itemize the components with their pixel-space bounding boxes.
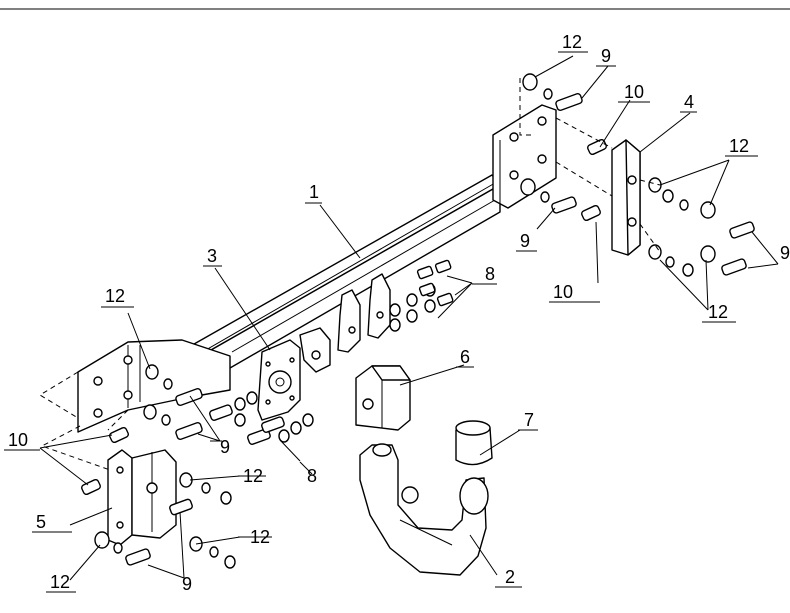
right-mount-plate bbox=[492, 104, 557, 209]
label-part-9-far-right: 9 bbox=[780, 243, 790, 263]
center-brackets bbox=[299, 273, 391, 373]
tow-hook-part bbox=[359, 443, 489, 576]
crossbar-part bbox=[179, 174, 501, 369]
left-bracket-studs bbox=[81, 426, 129, 496]
label-part-9-bottom: 9 bbox=[182, 574, 192, 594]
label-part-9-right-mid: 9 bbox=[520, 231, 530, 251]
label-part-2: 2 bbox=[505, 567, 515, 587]
label-part-5: 5 bbox=[36, 512, 46, 532]
label-part-6: 6 bbox=[460, 347, 470, 367]
label-part-9-top: 9 bbox=[601, 46, 611, 66]
label-part-10-right-top: 10 bbox=[624, 82, 644, 102]
label-part-9-left-mid: 9 bbox=[220, 437, 230, 457]
left-bracket-hardware bbox=[94, 472, 236, 569]
bolt-set-center bbox=[389, 259, 454, 332]
bolt-set-lower bbox=[209, 391, 314, 445]
label-part-12-right-top: 12 bbox=[729, 136, 749, 156]
left-plate-bolts bbox=[143, 364, 203, 440]
label-part-4: 4 bbox=[684, 92, 694, 112]
label-part-3: 3 bbox=[207, 246, 217, 266]
ball-mount-block-part bbox=[355, 365, 411, 431]
label-part-8-upper: 8 bbox=[485, 264, 495, 284]
socket-plate-part bbox=[257, 339, 301, 421]
label-part-10-left: 10 bbox=[8, 430, 28, 450]
label-part-12-left-top: 12 bbox=[105, 286, 125, 306]
leader-lines bbox=[39, 55, 779, 581]
label-part-12-bottom: 12 bbox=[50, 572, 70, 592]
left-mount-plate bbox=[77, 339, 231, 433]
callout-labels: 1 2 3 4 5 6 7 8 8 9 9 9 9 9 10 10 10 12 bbox=[4, 32, 790, 594]
label-part-12-top: 12 bbox=[562, 32, 582, 52]
label-part-7: 7 bbox=[524, 410, 534, 430]
label-part-1: 1 bbox=[309, 182, 319, 202]
label-part-12-right-bottom: 12 bbox=[708, 302, 728, 322]
label-part-8-lower: 8 bbox=[307, 466, 317, 486]
alignment-dash-lines bbox=[39, 78, 661, 471]
right-bracket-part bbox=[611, 139, 641, 256]
label-part-10-right-bottom: 10 bbox=[553, 282, 573, 302]
ball-cap-part bbox=[455, 420, 493, 466]
left-bracket-part bbox=[107, 449, 177, 546]
